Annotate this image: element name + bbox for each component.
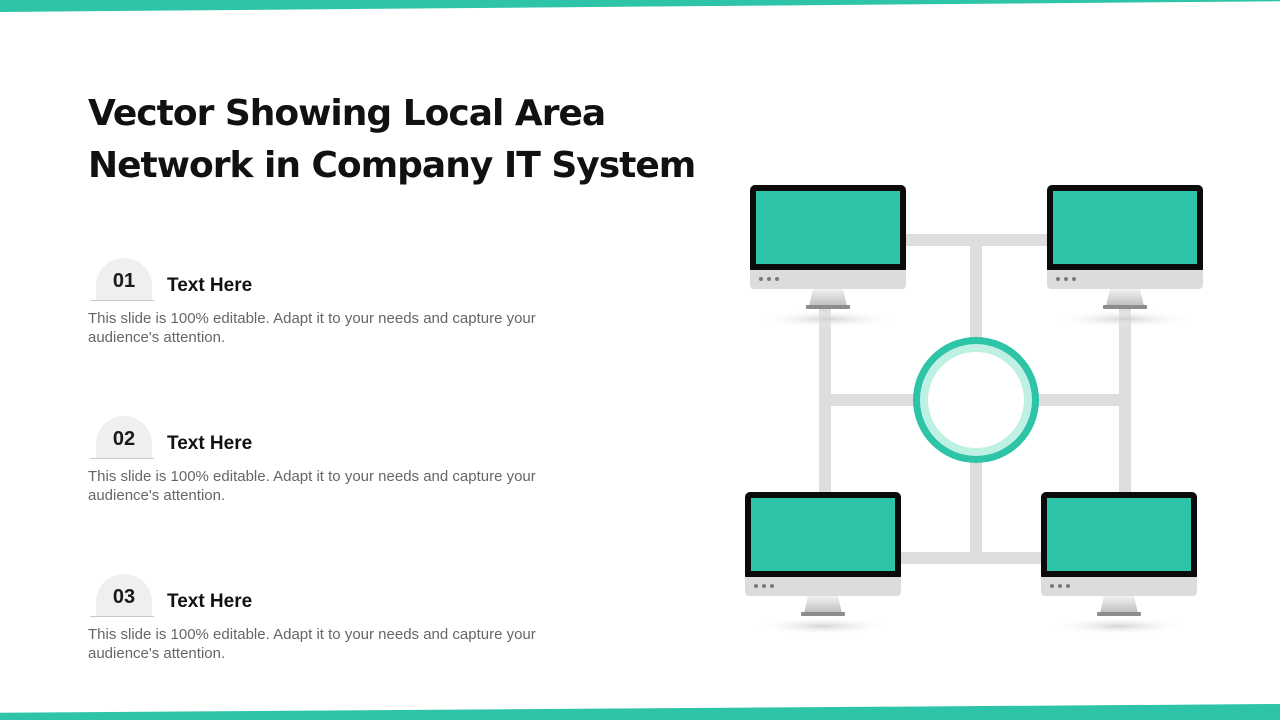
monitor-icon-bottom-left: [745, 492, 901, 635]
badge-underline: [90, 300, 154, 301]
bottom-accent-band: [0, 704, 1280, 720]
slide-title: Vector Showing Local Area Network in Com…: [88, 93, 696, 186]
item-description: This slide is 100% editable. Adapt it to…: [88, 310, 536, 346]
lan-network-diagram: [745, 185, 1203, 635]
network-links: [819, 234, 1131, 564]
item-title: Text Here: [167, 433, 253, 454]
list-item-1: 01 Text Here This slide is 100% editable…: [88, 258, 608, 358]
top-accent-band: [0, 0, 1280, 12]
monitor-icon-top-right: [1047, 185, 1203, 328]
item-title: Text Here: [167, 275, 253, 296]
item-description: This slide is 100% editable. Adapt it to…: [88, 626, 536, 662]
badge-underline: [90, 616, 154, 617]
number-badge: 02: [96, 416, 152, 458]
network-hub-icon: [913, 337, 1039, 463]
item-description: This slide is 100% editable. Adapt it to…: [88, 468, 536, 504]
badge-underline: [90, 458, 154, 459]
monitor-icon-bottom-right: [1041, 492, 1197, 635]
list-item-2: 02 Text Here This slide is 100% editable…: [88, 416, 608, 516]
item-title: Text Here: [167, 591, 253, 612]
list-item-3: 03 Text Here This slide is 100% editable…: [88, 574, 608, 674]
number-badge: 01: [96, 258, 152, 300]
number-badge: 03: [96, 574, 152, 616]
monitor-icon-top-left: [750, 185, 906, 328]
